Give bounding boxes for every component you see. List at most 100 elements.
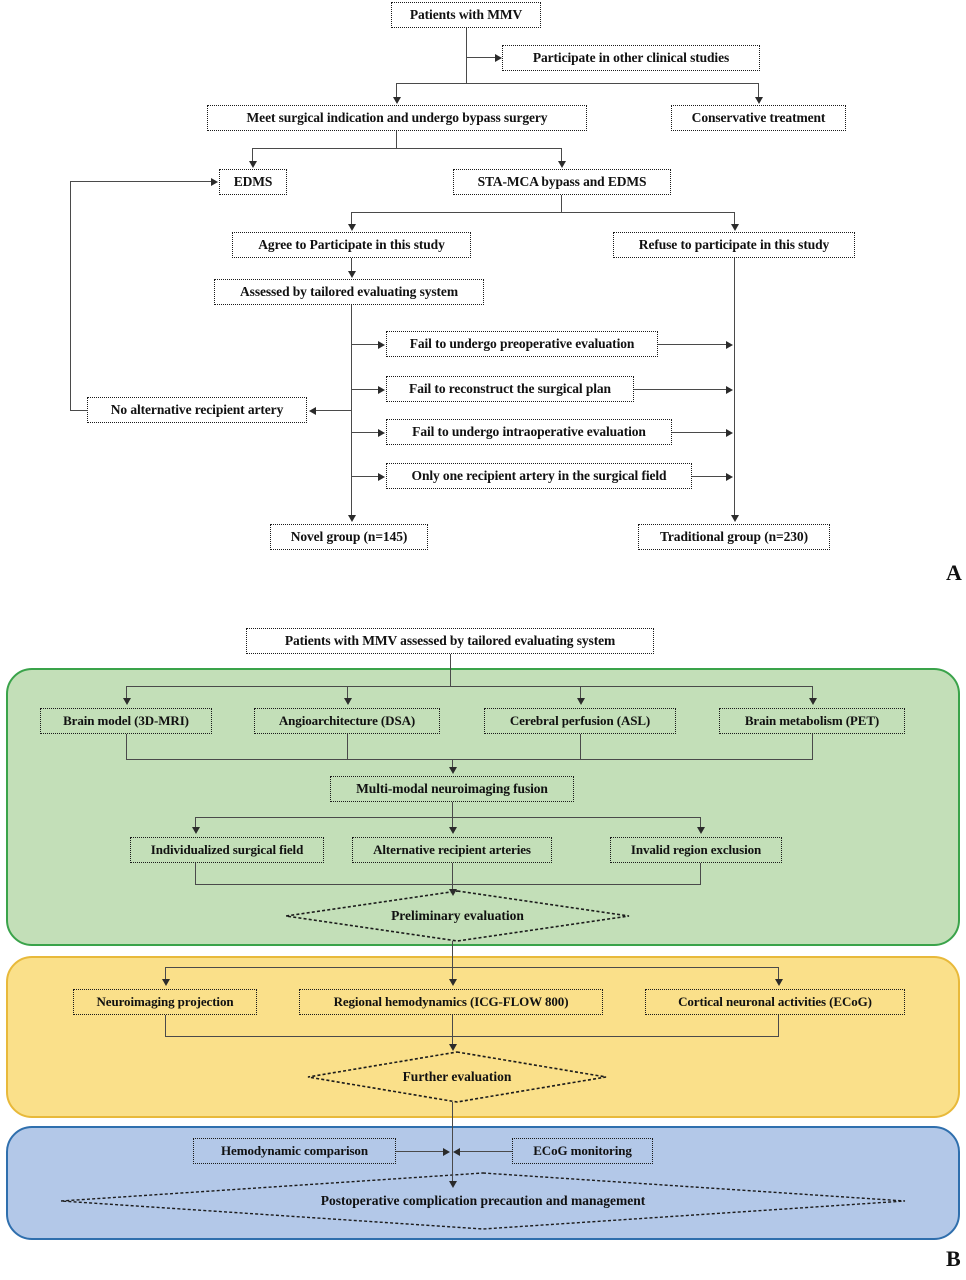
node-fail-preoperative-evaluation: Fail to undergo preoperative evaluation <box>386 331 658 357</box>
node-conservative-treatment: Conservative treatment <box>671 105 846 131</box>
node-only-one-recipient-artery: Only one recipient artery in the surgica… <box>386 463 692 489</box>
connector-alternative-arteries-down <box>452 863 454 885</box>
connector-down-cerebral-perfusion <box>580 686 582 699</box>
connector-fail-reconstruct-to-trunk <box>634 389 726 391</box>
connector-down-conservative <box>758 83 760 98</box>
node-refuse-participate: Refuse to participate in this study <box>613 232 855 258</box>
arrow-down-novel-group <box>348 515 356 522</box>
arrow-down-preliminary-evaluation <box>449 889 457 896</box>
arrow-down-invalid-region <box>697 827 705 834</box>
connector-down-neuroimaging-projection <box>165 967 167 980</box>
arrow-right-fail-intraop <box>378 429 385 437</box>
decision-further-evaluation: Further evaluation <box>307 1051 607 1103</box>
node-invalid-region-exclusion: Invalid region exclusion <box>610 837 782 863</box>
connector-down-edms <box>252 148 254 162</box>
connector-fail-preop-to-trunk <box>658 344 726 346</box>
connector-split-bar-top <box>396 83 759 85</box>
node-assessed-tailored-system: Assessed by tailored evaluating system <box>214 279 484 305</box>
arrow-right-fail-intraop-trunk <box>726 429 733 437</box>
connector-trunk-to-no-alternative <box>316 410 352 412</box>
connector-preliminary-down <box>452 941 454 968</box>
connector-split-bar-participation <box>351 212 734 214</box>
arrow-down-edms <box>249 161 257 168</box>
arrow-down-regional-hemodynamics <box>449 979 457 986</box>
arrow-down-cortical-activities <box>775 979 783 986</box>
connector-patients-trunk <box>466 28 468 83</box>
connector-outputs-collect-bar <box>195 884 701 886</box>
connector-individualized-field-down <box>195 863 197 885</box>
connector-agree-to-assessed <box>351 258 353 271</box>
arrow-down-neuroimaging-projection <box>162 979 170 986</box>
connector-neuroimaging-projection-down <box>165 1015 167 1037</box>
arrow-down-assessed <box>348 271 356 278</box>
connector-hemodynamic-to-center <box>396 1151 444 1153</box>
connector-split-bar-surgical <box>252 148 562 150</box>
arrow-right-hemodynamic-converge <box>443 1148 450 1156</box>
connector-to-participate-other <box>466 57 496 59</box>
node-hemodynamic-comparison: Hemodynamic comparison <box>193 1138 396 1164</box>
connector-invalid-region-down <box>700 863 702 885</box>
connector-down-angioarchitecture <box>347 686 349 699</box>
node-alternative-recipient-arteries: Alternative recipient arteries <box>352 837 552 863</box>
connector-brain-model-down <box>126 734 128 760</box>
connector-branch-fail-preop <box>351 344 378 346</box>
node-ecog-monitoring: ECoG monitoring <box>512 1138 653 1164</box>
connector-down-invalid-region <box>700 817 702 828</box>
connector-refuse-trunk <box>734 258 736 516</box>
connector-to-preliminary <box>452 884 454 891</box>
node-participate-other-studies: Participate in other clinical studies <box>502 45 760 71</box>
node-multimodal-fusion: Multi-modal neuroimaging fusion <box>330 776 574 802</box>
decision-preliminary-evaluation-label: Preliminary evaluation <box>391 908 524 923</box>
connector-cortical-activities-down <box>778 1015 780 1037</box>
arrow-down-agree <box>348 224 356 231</box>
decision-postoperative-management: Postoperative complication precaution an… <box>60 1172 906 1230</box>
arrow-down-traditional-group <box>731 515 739 522</box>
decision-preliminary-evaluation: Preliminary evaluation <box>285 890 630 942</box>
connector-ecog-to-center <box>460 1151 512 1153</box>
connector-fusion-down <box>452 802 454 818</box>
connector-down-brain-metabolism <box>812 686 814 699</box>
band-postoperative-blue <box>6 1126 960 1240</box>
node-no-alternative-recipient-artery: No alternative recipient artery <box>87 397 307 423</box>
node-angioarchitecture-dsa: Angioarchitecture (DSA) <box>254 708 440 734</box>
node-individualized-surgical-field: Individualized surgical field <box>130 837 324 863</box>
connector-yellow-collect-bar <box>165 1036 778 1038</box>
node-meet-surgical-indication: Meet surgical indication and undergo byp… <box>207 105 587 131</box>
connector-no-alternative-feedback-left <box>70 410 88 412</box>
connector-to-further-evaluation <box>452 1036 454 1045</box>
node-sta-mca-bypass-edms: STA-MCA bypass and EDMS <box>453 169 671 195</box>
arrow-right-fail-preop <box>378 341 385 349</box>
arrow-down-conservative <box>755 97 763 104</box>
connector-yellow-fan-bar <box>165 967 778 969</box>
connector-down-cortical-activities <box>778 967 780 980</box>
connector-fail-intraop-to-trunk <box>672 432 726 434</box>
node-cortical-neuronal-activities-ecog: Cortical neuronal activities (ECoG) <box>645 989 905 1015</box>
node-agree-participate: Agree to Participate in this study <box>232 232 471 258</box>
connector-down-brain-model <box>126 686 128 699</box>
connector-angioarchitecture-down <box>347 734 349 760</box>
connector-down-stamca <box>561 148 563 162</box>
diamond-shape-icon <box>285 890 630 942</box>
connector-no-alternative-feedback-up <box>70 181 72 411</box>
arrow-down-individualized-field <box>192 827 200 834</box>
arrow-left-ecog-converge <box>453 1148 460 1156</box>
diamond-shape-icon <box>307 1051 607 1103</box>
arrow-right-fail-reconstruct-trunk <box>726 386 733 394</box>
arrow-down-cerebral-perfusion <box>577 698 585 705</box>
arrow-down-brain-metabolism <box>809 698 817 705</box>
node-brain-metabolism-pet: Brain metabolism (PET) <box>719 708 905 734</box>
connector-cerebral-perfusion-down <box>580 734 582 760</box>
arrow-right-only-one-artery <box>378 473 385 481</box>
arrow-to-participate-other <box>495 54 502 62</box>
node-fail-intraoperative-evaluation: Fail to undergo intraoperative evaluatio… <box>386 419 672 445</box>
connector-stamca-down <box>561 195 563 213</box>
decision-further-evaluation-label: Further evaluation <box>402 1069 512 1084</box>
connector-meet-surgical-down <box>396 131 398 149</box>
connector-branch-fail-reconstruct <box>351 389 378 391</box>
node-brain-model-3dmri: Brain model (3D-MRI) <box>40 708 212 734</box>
node-fail-reconstruct-plan: Fail to reconstruct the surgical plan <box>386 376 634 402</box>
band-preliminary-green <box>6 668 960 946</box>
node-patients-mmv: Patients with MMV <box>391 2 541 28</box>
node-novel-group: Novel group (n=145) <box>270 524 428 550</box>
connector-modalities-collect-bar <box>126 759 813 761</box>
